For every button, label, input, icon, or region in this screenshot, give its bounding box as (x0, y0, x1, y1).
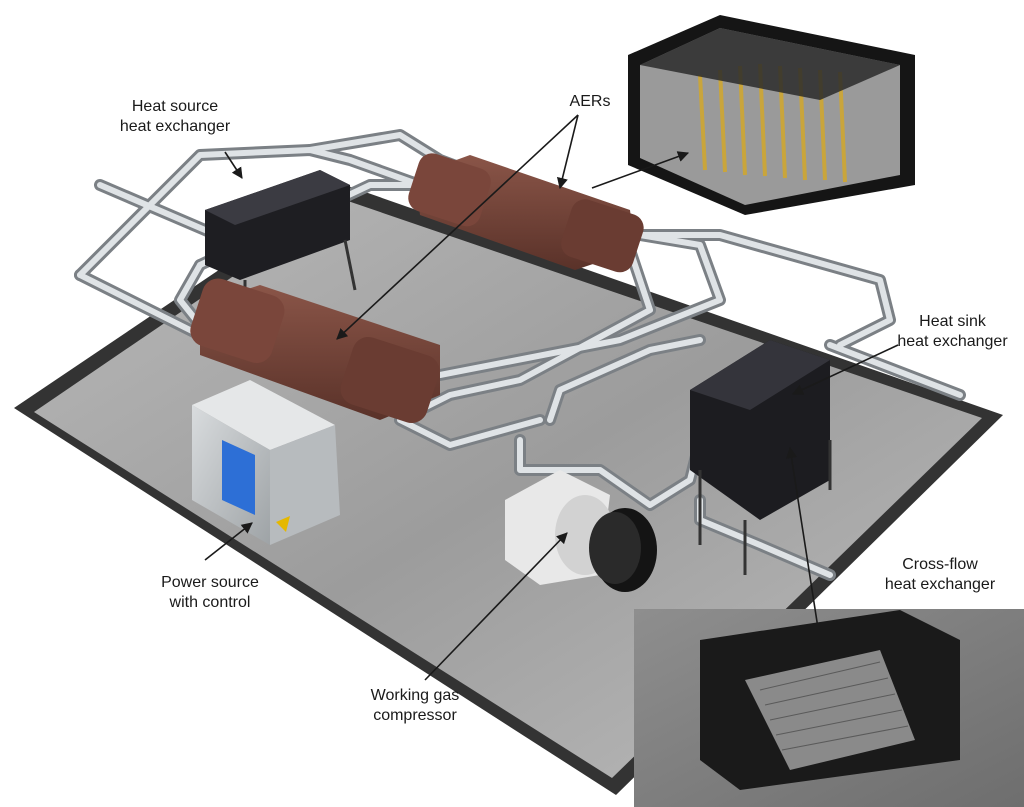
label-cross-flow-exchanger: Cross-flow heat exchanger (884, 556, 996, 593)
label-heat-source-exchanger: Heat source heat exchanger (119, 98, 231, 135)
control-screen (222, 440, 255, 515)
label-power-source: Power source with control (161, 574, 259, 611)
cross-flow-inset (634, 609, 1024, 807)
aer-detail-inset (628, 15, 915, 215)
label-aers: AERs (569, 93, 611, 110)
label-heat-sink-exchanger: Heat sink heat exchanger (897, 313, 1008, 350)
compressor (505, 470, 657, 592)
pipe-network (74, 129, 966, 581)
heat-source-exchanger (205, 170, 357, 300)
aer-unit-rear (408, 153, 644, 273)
power-control-box (192, 380, 340, 545)
warning-sign-icon (276, 516, 290, 532)
label-compressor: Working gas compressor (370, 687, 460, 724)
aer-unit-front (190, 278, 440, 424)
annotation-arrows (204, 114, 899, 681)
